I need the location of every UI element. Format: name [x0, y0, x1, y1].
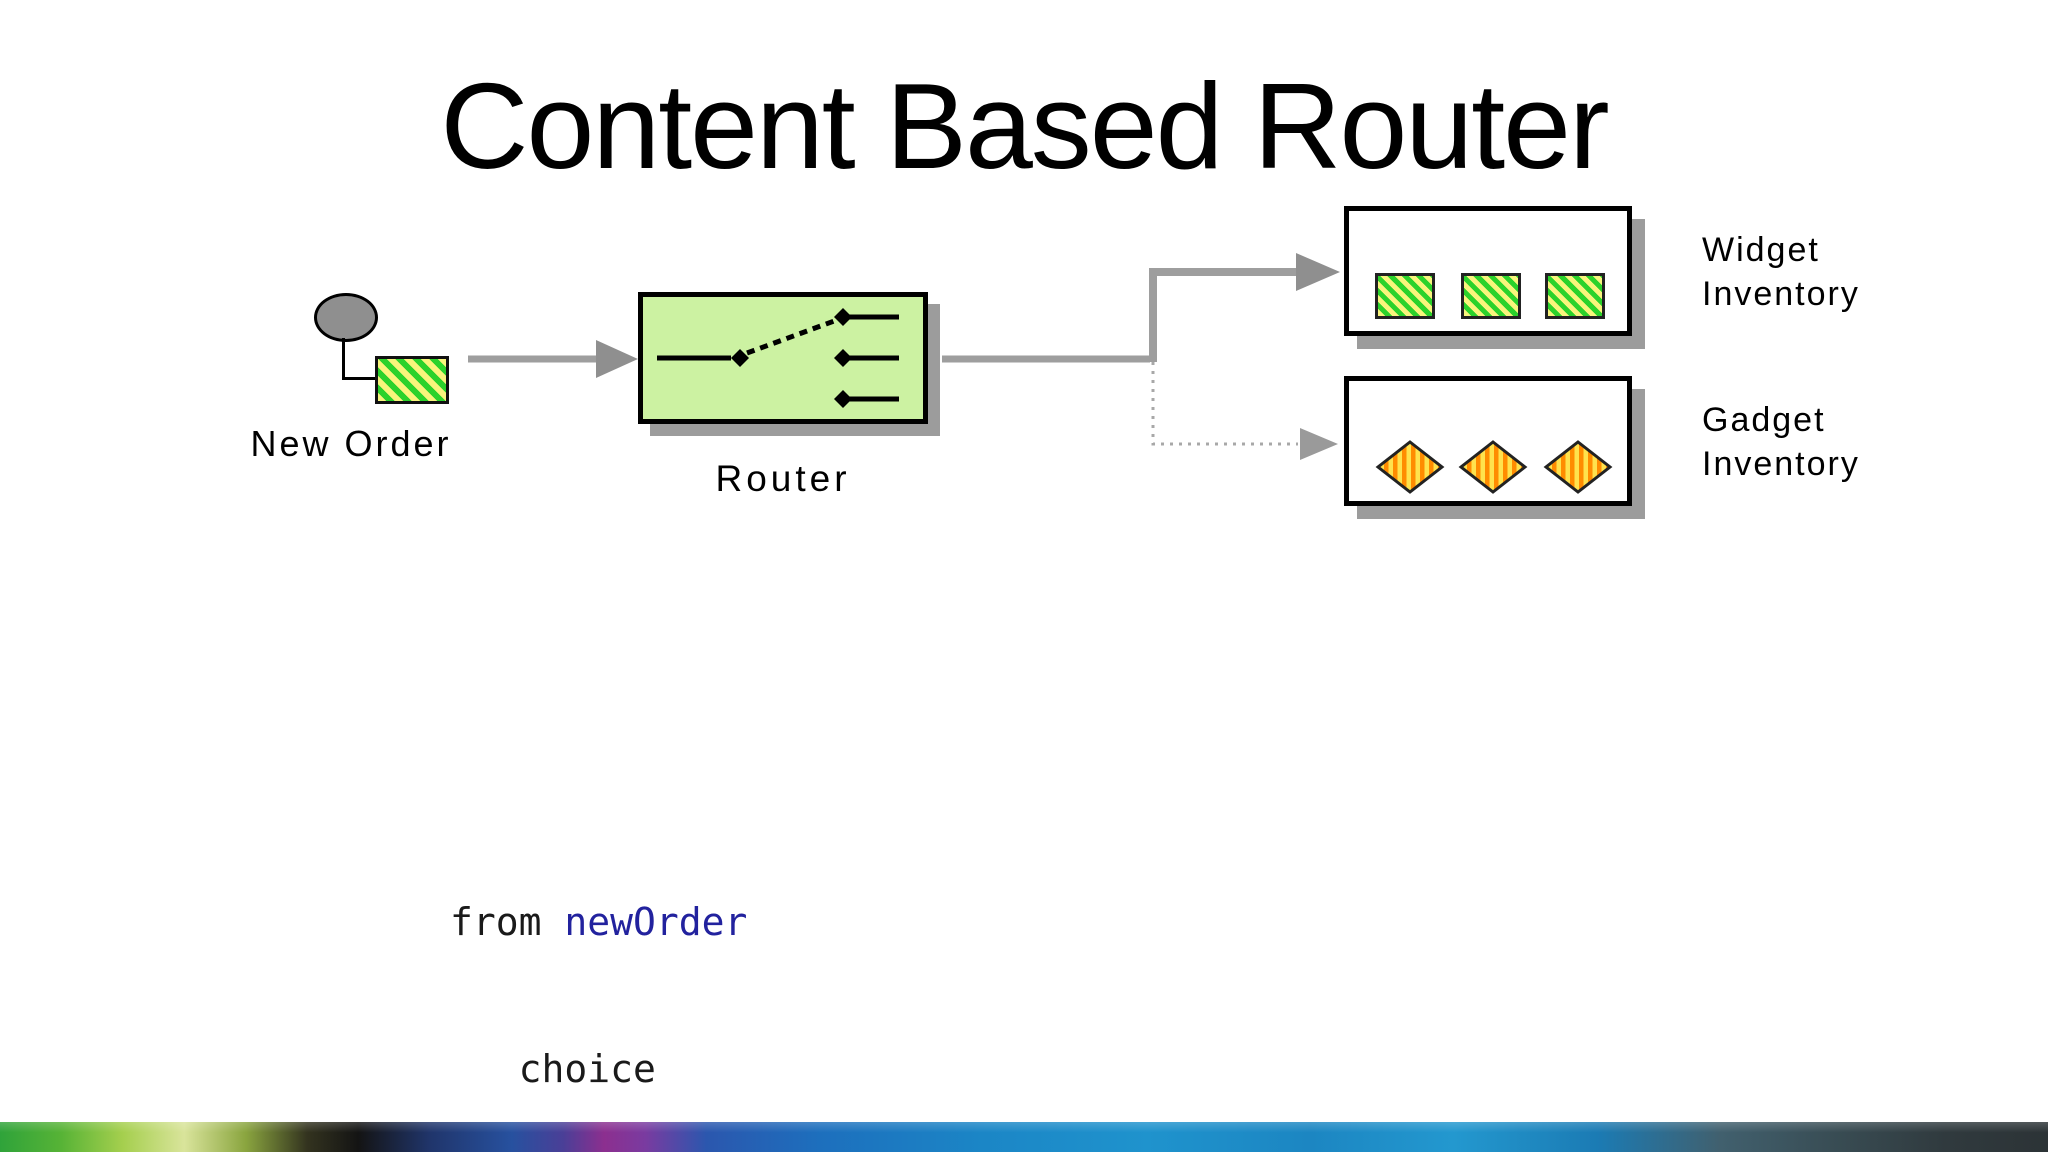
- gadget-inventory-label-line2: Inventory: [1702, 445, 1860, 483]
- arrow-right-icon: [1300, 428, 1338, 460]
- widget-item-icon: [1545, 273, 1605, 319]
- code-keyword: from: [450, 900, 565, 944]
- code-line: choice: [450, 1045, 1113, 1094]
- widget-inventory-label: Widget Inventory: [1702, 228, 1860, 316]
- code-keyword: choice: [450, 1047, 656, 1091]
- footer-color-band: [0, 1122, 2048, 1152]
- widget-inventory-box: [1344, 206, 1632, 336]
- switch-icon: [657, 308, 899, 408]
- router-box: [638, 292, 928, 424]
- widget-inventory-label-line1: Widget: [1702, 231, 1820, 269]
- source-connector-line: [342, 338, 345, 380]
- arrow-right-icon: [596, 340, 638, 378]
- solid-branch-to-widget: [1149, 253, 1340, 362]
- gadget-item-icon: [1375, 440, 1445, 494]
- slide-title: Content Based Router: [440, 58, 1609, 194]
- source-to-router-arrow: [468, 340, 638, 378]
- router-label: Router: [715, 458, 851, 499]
- source-endpoint-icon: [314, 293, 378, 342]
- code-line: from newOrder: [450, 898, 1113, 947]
- source-connector-line: [342, 377, 376, 380]
- widget-item-icon: [1375, 273, 1435, 319]
- message-icon: [375, 356, 449, 404]
- gadget-inventory-box: [1344, 376, 1632, 506]
- gadget-inventory-label: Gadget Inventory: [1702, 398, 1860, 486]
- arrow-right-icon: [1296, 253, 1340, 291]
- gadget-item-icon: [1458, 440, 1528, 494]
- gadget-inventory-label-line1: Gadget: [1702, 401, 1826, 439]
- source-label: New Order: [250, 423, 452, 464]
- widget-inventory-label-line2: Inventory: [1702, 275, 1860, 313]
- dotted-branch-to-gadget: [1151, 362, 1338, 460]
- widget-item-icon: [1461, 273, 1521, 319]
- code-identifier: newOrder: [564, 900, 748, 944]
- code-snippet: from newOrder choice when isWidget to wi…: [450, 800, 1113, 1152]
- gadget-item-icon: [1543, 440, 1613, 494]
